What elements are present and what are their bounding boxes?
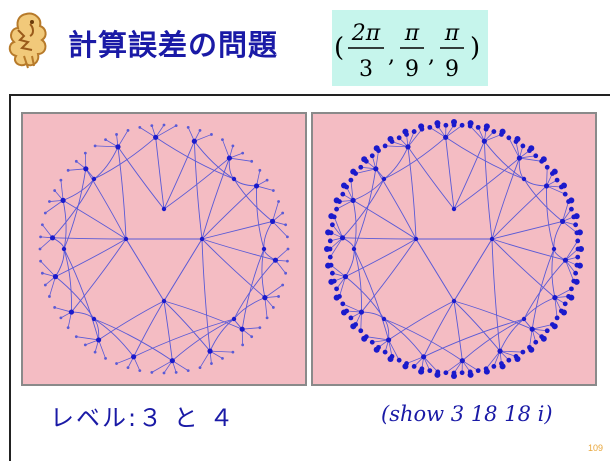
formula-numerator-1: 2π xyxy=(351,21,381,46)
formula-denominator-3: 9 xyxy=(445,57,459,82)
frame-left-border xyxy=(9,95,11,461)
header-rule xyxy=(9,94,610,96)
hyperbolic-tiling-level-4 xyxy=(324,119,584,379)
formula-comma-2: , xyxy=(428,43,435,68)
level-caption: レベル:３ と ４ xyxy=(50,404,236,432)
angle-formula: ( 2π 3 , π 9 , π 9 ) xyxy=(334,21,480,82)
formula-numerator-2: π xyxy=(404,21,420,46)
formula-denominator-2: 9 xyxy=(405,57,419,82)
formula-close-paren: ) xyxy=(470,33,480,63)
formula-box: ( 2π 3 , π 9 , π 9 ) xyxy=(332,10,488,86)
formula-denominator-1: 3 xyxy=(359,57,373,82)
dragon-logo-icon xyxy=(4,10,54,72)
page-number: 109 xyxy=(588,443,604,453)
tiling-panel-level-4 xyxy=(311,112,597,386)
tiling-panel-level-3 xyxy=(21,112,307,386)
formula-comma-1: , xyxy=(388,43,395,68)
slide-title: 計算誤差の問題 xyxy=(68,28,279,62)
formula-numerator-3: π xyxy=(444,21,460,46)
hyperbolic-tiling-level-3 xyxy=(38,123,290,375)
show-command: (show 3 18 18 i) xyxy=(381,402,553,426)
formula-open-paren: ( xyxy=(334,33,344,63)
